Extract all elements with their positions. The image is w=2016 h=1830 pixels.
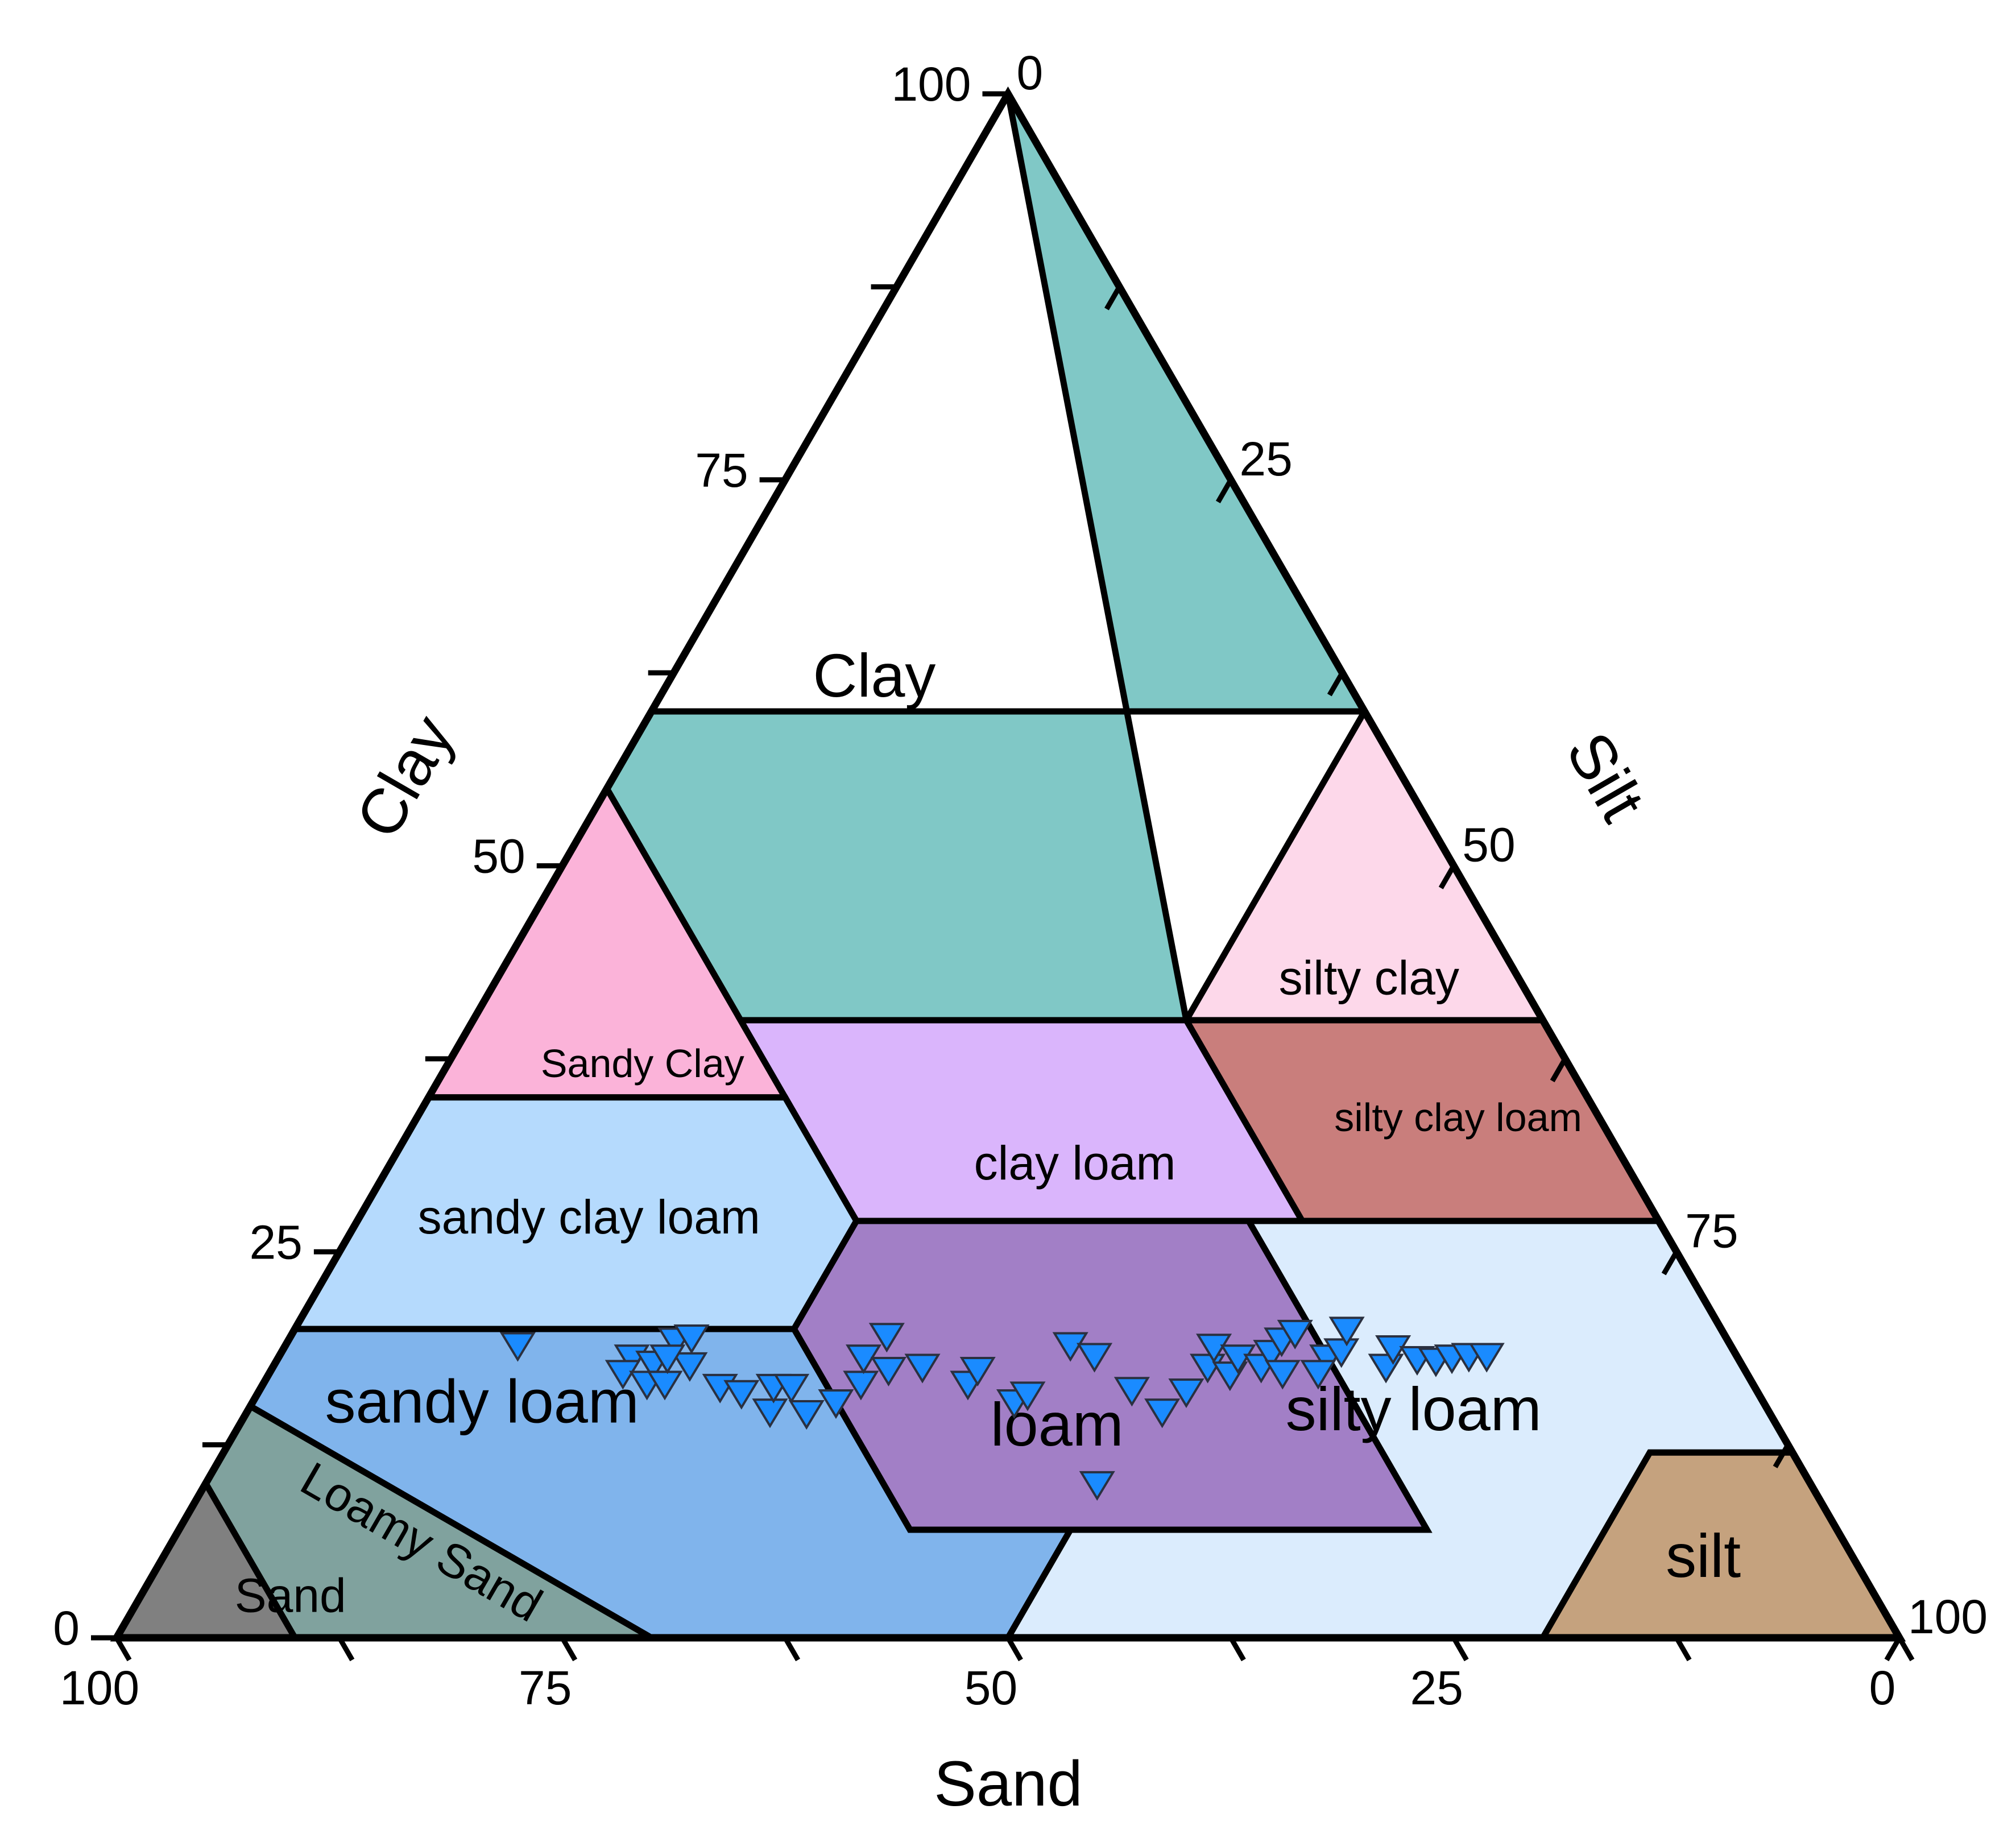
sample-marker [673, 1324, 710, 1355]
region-label-silty-clay: silty clay [1279, 951, 1459, 1004]
sand-tick-label: 0 [1869, 1661, 1896, 1715]
clay-tick-label: 25 [249, 1215, 302, 1269]
sample-marker [1277, 1319, 1313, 1349]
sample-marker [904, 1353, 941, 1384]
sample-marker [647, 1371, 683, 1401]
sample-marker [818, 1389, 854, 1419]
region-label-silt: silt [1666, 1521, 1741, 1590]
sample-marker [868, 1323, 905, 1353]
sample-marker [773, 1373, 810, 1403]
silt-tick [1215, 478, 1233, 503]
sand-tick-label: 75 [519, 1661, 572, 1715]
silt-tick-label: 50 [1462, 818, 1515, 872]
sample-marker [870, 1356, 907, 1387]
sample-marker [1052, 1332, 1088, 1362]
sample-marker [723, 1380, 760, 1410]
sand-tick [114, 1636, 132, 1662]
sand-tick-label: 100 [60, 1661, 139, 1715]
region-boundary-lines [204, 1483, 296, 1639]
silt-tick [1104, 285, 1122, 310]
clay-tick-label: 50 [472, 830, 525, 883]
sample-marker [788, 1400, 825, 1430]
sample-marker [843, 1371, 879, 1401]
sample-markers [499, 1316, 1505, 1501]
axis-ticks [91, 91, 1915, 1662]
silt-tick [1327, 671, 1345, 697]
sand-tick-label: 25 [1410, 1661, 1463, 1715]
region-label-silty-loam: silty loam [1286, 1374, 1542, 1443]
sand-tick-label: 50 [964, 1661, 1017, 1715]
sample-marker [1264, 1360, 1301, 1390]
sample-marker [1468, 1343, 1505, 1373]
sample-marker [752, 1398, 788, 1429]
sand-tick [1228, 1636, 1246, 1662]
sample-marker [1323, 1338, 1360, 1368]
sample-marker [499, 1332, 536, 1362]
silt-tick [1438, 864, 1456, 889]
silt-tick [1550, 1057, 1568, 1083]
sand-tick [783, 1636, 801, 1662]
sample-marker [1190, 1353, 1226, 1384]
sand-tick [1005, 1636, 1023, 1662]
sample-marker [1076, 1343, 1113, 1373]
sample-marker [1375, 1335, 1411, 1365]
clay-axis-title: Clay [342, 703, 467, 850]
sample-marker [1168, 1378, 1204, 1409]
clay-tick-label: 100 [891, 57, 971, 111]
sample-marker [1196, 1334, 1232, 1364]
silt-tick [1773, 1443, 1790, 1468]
silt-tick-label: 25 [1239, 432, 1292, 486]
sample-marker [605, 1360, 641, 1390]
sample-marker [846, 1344, 882, 1374]
silt-tick [1884, 1636, 1902, 1662]
sample-marker [649, 1344, 686, 1374]
region-label-sandy-clay: Sandy Clay [541, 1041, 744, 1086]
sand-tick [1674, 1636, 1692, 1662]
sand-tick [1451, 1636, 1469, 1662]
region-label-clay: Clay [813, 641, 935, 710]
sand-tick [337, 1636, 355, 1662]
sand-axis-title: Sand [934, 1748, 1083, 1819]
sample-marker [1009, 1381, 1046, 1411]
region-label-sandy-loam: sandy loam [325, 1367, 639, 1435]
silt-axis-title: Silt [1553, 721, 1658, 833]
sample-marker [1113, 1377, 1150, 1407]
region-label-sand: Sand [235, 1568, 346, 1622]
sample-marker [959, 1356, 996, 1387]
sand-loamy-sand-boundary [204, 1483, 296, 1639]
silt-tick [993, 92, 1011, 118]
sample-marker [1079, 1471, 1115, 1501]
clay-tick-label: 0 [53, 1601, 80, 1655]
sample-marker [672, 1352, 708, 1382]
region-label-sandy-clay-loam: sandy clay loam [418, 1190, 760, 1244]
region-label-clay-loam: clay loam [974, 1136, 1176, 1190]
region-label-silty-clay-loam: silty clay loam [1334, 1095, 1582, 1140]
silt-tick-label: 75 [1685, 1204, 1738, 1257]
region-clay [603, 92, 1371, 1024]
sample-marker [1220, 1344, 1256, 1374]
silt-tick [1661, 1250, 1679, 1276]
sand-tick [560, 1636, 578, 1662]
sand-tick [1897, 1636, 1915, 1662]
silt-tick-label: 0 [1017, 46, 1044, 100]
sample-marker [1300, 1360, 1336, 1390]
silt-tick-label: 100 [1908, 1590, 1988, 1643]
clay-tick-label: 75 [695, 444, 748, 497]
sample-marker [1144, 1398, 1181, 1429]
sample-marker [1328, 1316, 1365, 1347]
